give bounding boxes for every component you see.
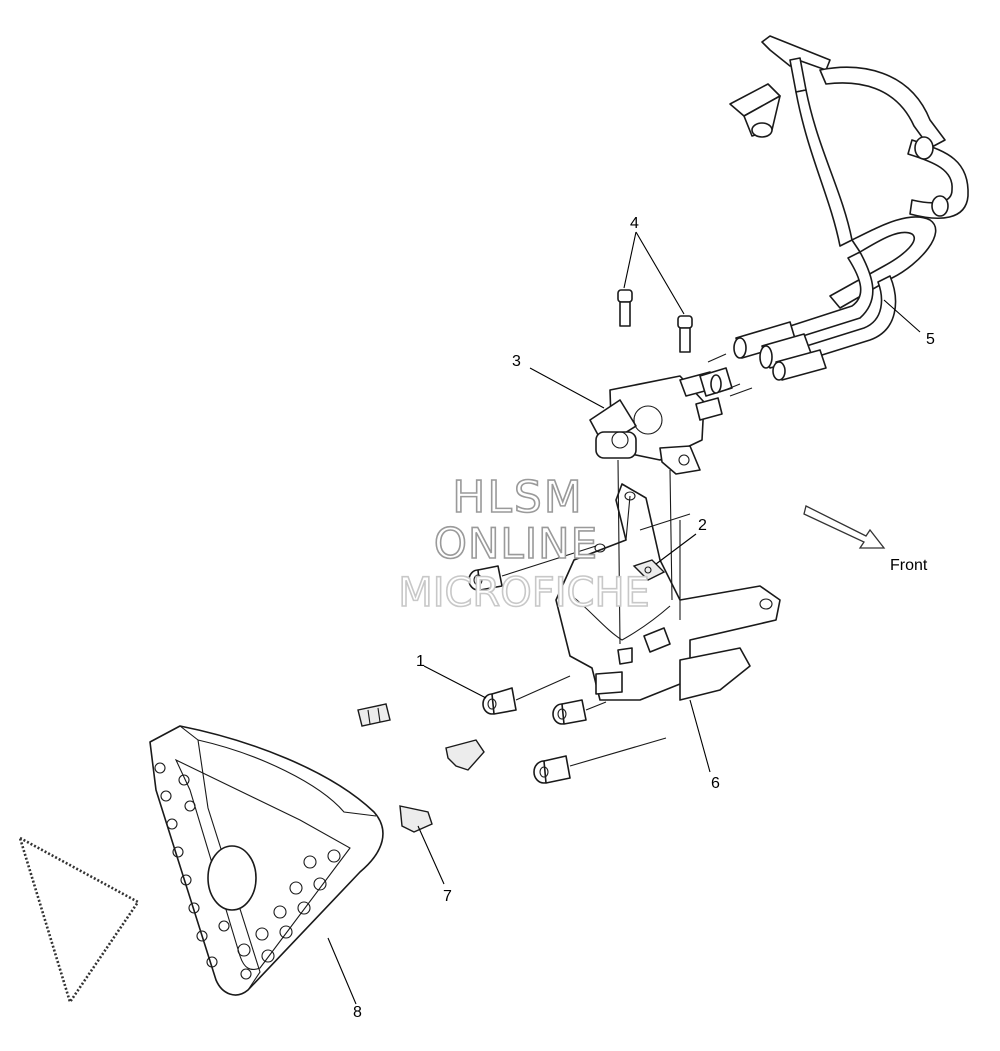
headlight-cover — [149, 725, 384, 996]
lens-outline — [17, 835, 140, 1005]
watermark-line-2: ONLINE — [434, 519, 598, 568]
watermark: HLSM ONLINE MICROFICHE — [397, 471, 650, 617]
callout-8: 8 — [353, 1004, 362, 1021]
front-direction-arrow — [803, 505, 886, 549]
callout-4: 4 — [630, 215, 639, 232]
screw-pair — [617, 289, 693, 353]
mounting-bracket — [555, 459, 781, 701]
control-valve — [589, 353, 753, 475]
watermark-line-1: HLSM — [452, 472, 584, 523]
front-label: Front — [890, 557, 928, 574]
callout-6: 6 — [711, 775, 720, 792]
callout-1: 1 — [416, 653, 425, 670]
bolts — [468, 545, 667, 784]
retaining-clips — [357, 703, 485, 833]
callout-5: 5 — [926, 331, 935, 348]
callout-labels: 1 2 3 4 5 6 7 8 Front — [353, 215, 935, 1021]
callout-7: 7 — [443, 888, 452, 905]
small-clip — [632, 559, 666, 581]
callout-2: 2 — [698, 517, 707, 534]
hose-assembly — [729, 35, 969, 381]
leader-lines — [327, 231, 921, 1005]
watermark-line-3: MICROFICHE — [398, 570, 650, 616]
callout-3: 3 — [512, 353, 521, 370]
